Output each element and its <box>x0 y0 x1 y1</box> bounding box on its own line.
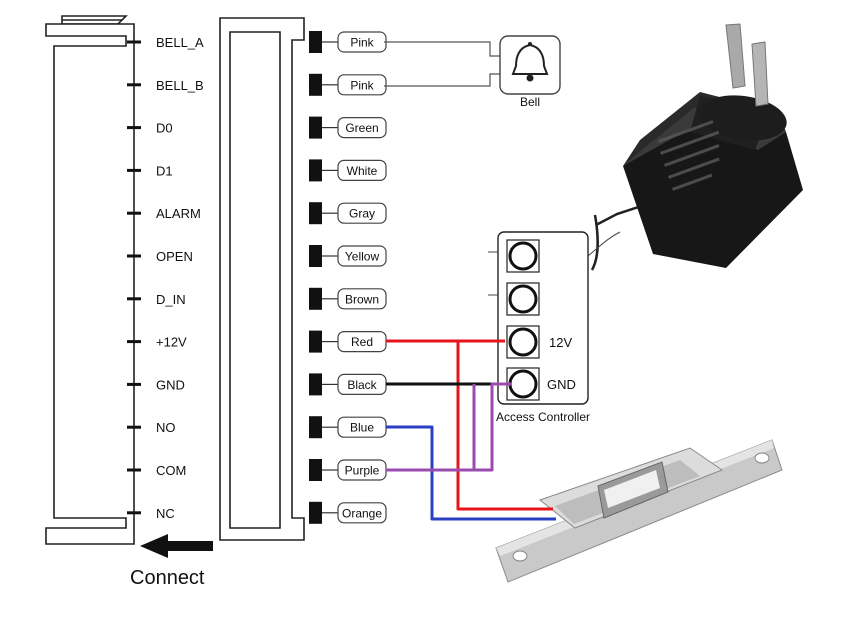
wire-color-label: Green <box>345 121 378 135</box>
plug-slot <box>309 159 322 182</box>
plug-slot <box>309 416 322 439</box>
pin-tick <box>127 254 141 258</box>
wire-color-label: Pink <box>350 36 374 50</box>
terminal-gnd <box>506 367 540 401</box>
terminal-2 <box>506 282 540 316</box>
plug-slot <box>309 202 322 225</box>
wire-color-label: Yellow <box>345 250 380 264</box>
pin-row: D_IN Brown <box>127 287 387 310</box>
pin-label: OPEN <box>156 249 193 264</box>
bell-wires <box>384 41 500 87</box>
plug-slot <box>309 373 322 396</box>
pin-tick <box>127 40 141 44</box>
pin-label: D1 <box>156 163 173 178</box>
plug-slot <box>309 31 322 53</box>
connect-arrow <box>140 534 213 558</box>
wire-color-label: Black <box>347 378 377 392</box>
wire-color-label: Blue <box>350 421 374 435</box>
bell-icon <box>499 35 561 95</box>
wire-tag <box>337 159 387 181</box>
power-adapter <box>590 23 803 271</box>
plug-slot <box>309 330 322 353</box>
pin-row: D1 White <box>127 159 387 182</box>
pin-label: NO <box>156 420 176 435</box>
pin-label: ALARM <box>156 206 201 221</box>
wire-color-label: Gray <box>349 207 375 221</box>
connector-housing <box>45 15 135 545</box>
wire-color-label: Orange <box>342 506 382 520</box>
wire-color-label: Purple <box>345 464 380 478</box>
wire-tag <box>337 502 387 524</box>
pin-tick <box>127 168 141 172</box>
pin-label: BELL_A <box>156 35 204 50</box>
pin-row: GND Black <box>127 373 387 396</box>
pin-label: GND <box>156 377 185 392</box>
pin-tick <box>127 425 141 429</box>
pin-row: COM Purple <box>127 459 387 481</box>
plug-slot <box>309 245 322 267</box>
connect-label: Connect <box>130 567 205 589</box>
blue-wire <box>386 425 556 521</box>
pin-tick <box>127 340 141 344</box>
label-gnd: GND <box>547 377 576 392</box>
pin-tick <box>127 126 141 130</box>
pin-label: D0 <box>156 121 173 136</box>
wire-color-label: Pink <box>350 78 374 92</box>
red-wire <box>386 339 553 511</box>
bell-label: Bell <box>520 95 540 109</box>
pin-label: COM <box>156 463 186 478</box>
pin-row: D0 Green <box>127 116 387 139</box>
wire-tag <box>337 288 387 310</box>
wire-color-label: White <box>347 164 378 178</box>
terminal-12v <box>506 325 540 359</box>
pin-tick <box>127 511 141 515</box>
pin-row: ALARM Gray <box>127 202 387 225</box>
pin-label: D_IN <box>156 292 186 307</box>
purple-wire <box>386 382 512 472</box>
plug-slot <box>309 287 322 310</box>
pin-label: +12V <box>156 335 187 350</box>
label-12v: 12V <box>549 335 572 350</box>
pin-row: BELL_A Pink <box>127 31 387 53</box>
access-controller: 12V GND <box>497 231 589 405</box>
wire-tag <box>337 74 387 96</box>
pin-row: NC Orange <box>127 501 387 524</box>
electric-strike-lock <box>495 439 783 583</box>
pin-row: OPEN Yellow <box>127 245 387 267</box>
pin-label: NC <box>156 506 175 521</box>
adapter-leads <box>488 231 621 296</box>
plug-slot <box>309 501 322 524</box>
wire-tag <box>337 202 387 224</box>
plug-slot <box>309 459 322 481</box>
pin-tick <box>127 382 141 386</box>
wire-color-label: Red <box>351 335 373 349</box>
wire-tag <box>337 116 387 139</box>
pin-tick <box>127 468 141 472</box>
terminal-1 <box>506 239 540 273</box>
pin-label: BELL_B <box>156 78 204 93</box>
pin-tick <box>127 83 141 87</box>
pin-tick <box>127 297 141 301</box>
plug-housing <box>219 17 305 541</box>
plug-slot <box>309 73 322 96</box>
pin-row: BELL_B Pink <box>127 73 387 96</box>
wire-tag <box>337 245 387 267</box>
pin-tick <box>127 211 141 215</box>
wire-color-label: Brown <box>345 292 379 306</box>
access-controller-title: Access Controller <box>496 410 590 424</box>
pin-row: +12V Red <box>127 330 387 353</box>
plug-slot <box>309 116 322 139</box>
